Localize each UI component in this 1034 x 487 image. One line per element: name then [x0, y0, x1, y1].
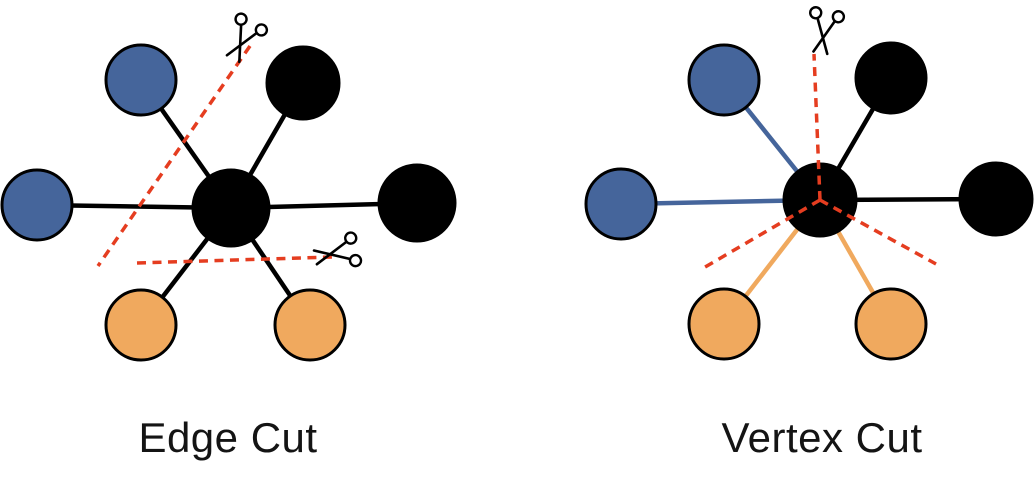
edge-cut-graph [0, 12, 457, 362]
graph-node-black [377, 163, 457, 243]
edge-cut-label: Edge Cut [138, 414, 318, 461]
graph-node-orange [854, 287, 928, 361]
cut-line [819, 198, 937, 266]
graph-node-orange [687, 287, 761, 361]
vertex-cut-label: Vertex Cut [721, 414, 923, 461]
scissors-icon [312, 231, 363, 268]
cut-line [812, 53, 822, 201]
graph-node-black [854, 41, 928, 115]
graph-node-blue [584, 167, 658, 241]
graph-node-orange [104, 288, 178, 362]
figure-canvas [0, 6, 1034, 362]
cut-line [699, 198, 821, 272]
vertex-cut-graph [584, 6, 1034, 361]
graph-node-orange [273, 288, 347, 362]
graph-node-blue [0, 168, 74, 242]
scissors-icon [809, 6, 846, 56]
scissors-icon [225, 12, 269, 64]
graph-node-black [265, 45, 341, 121]
cut-line [96, 45, 252, 267]
graph-node-blue [104, 43, 178, 117]
graph-node-blue [687, 43, 761, 117]
graph-node-black [191, 168, 271, 248]
cut-line [136, 255, 334, 265]
graph-node-black [958, 161, 1034, 237]
